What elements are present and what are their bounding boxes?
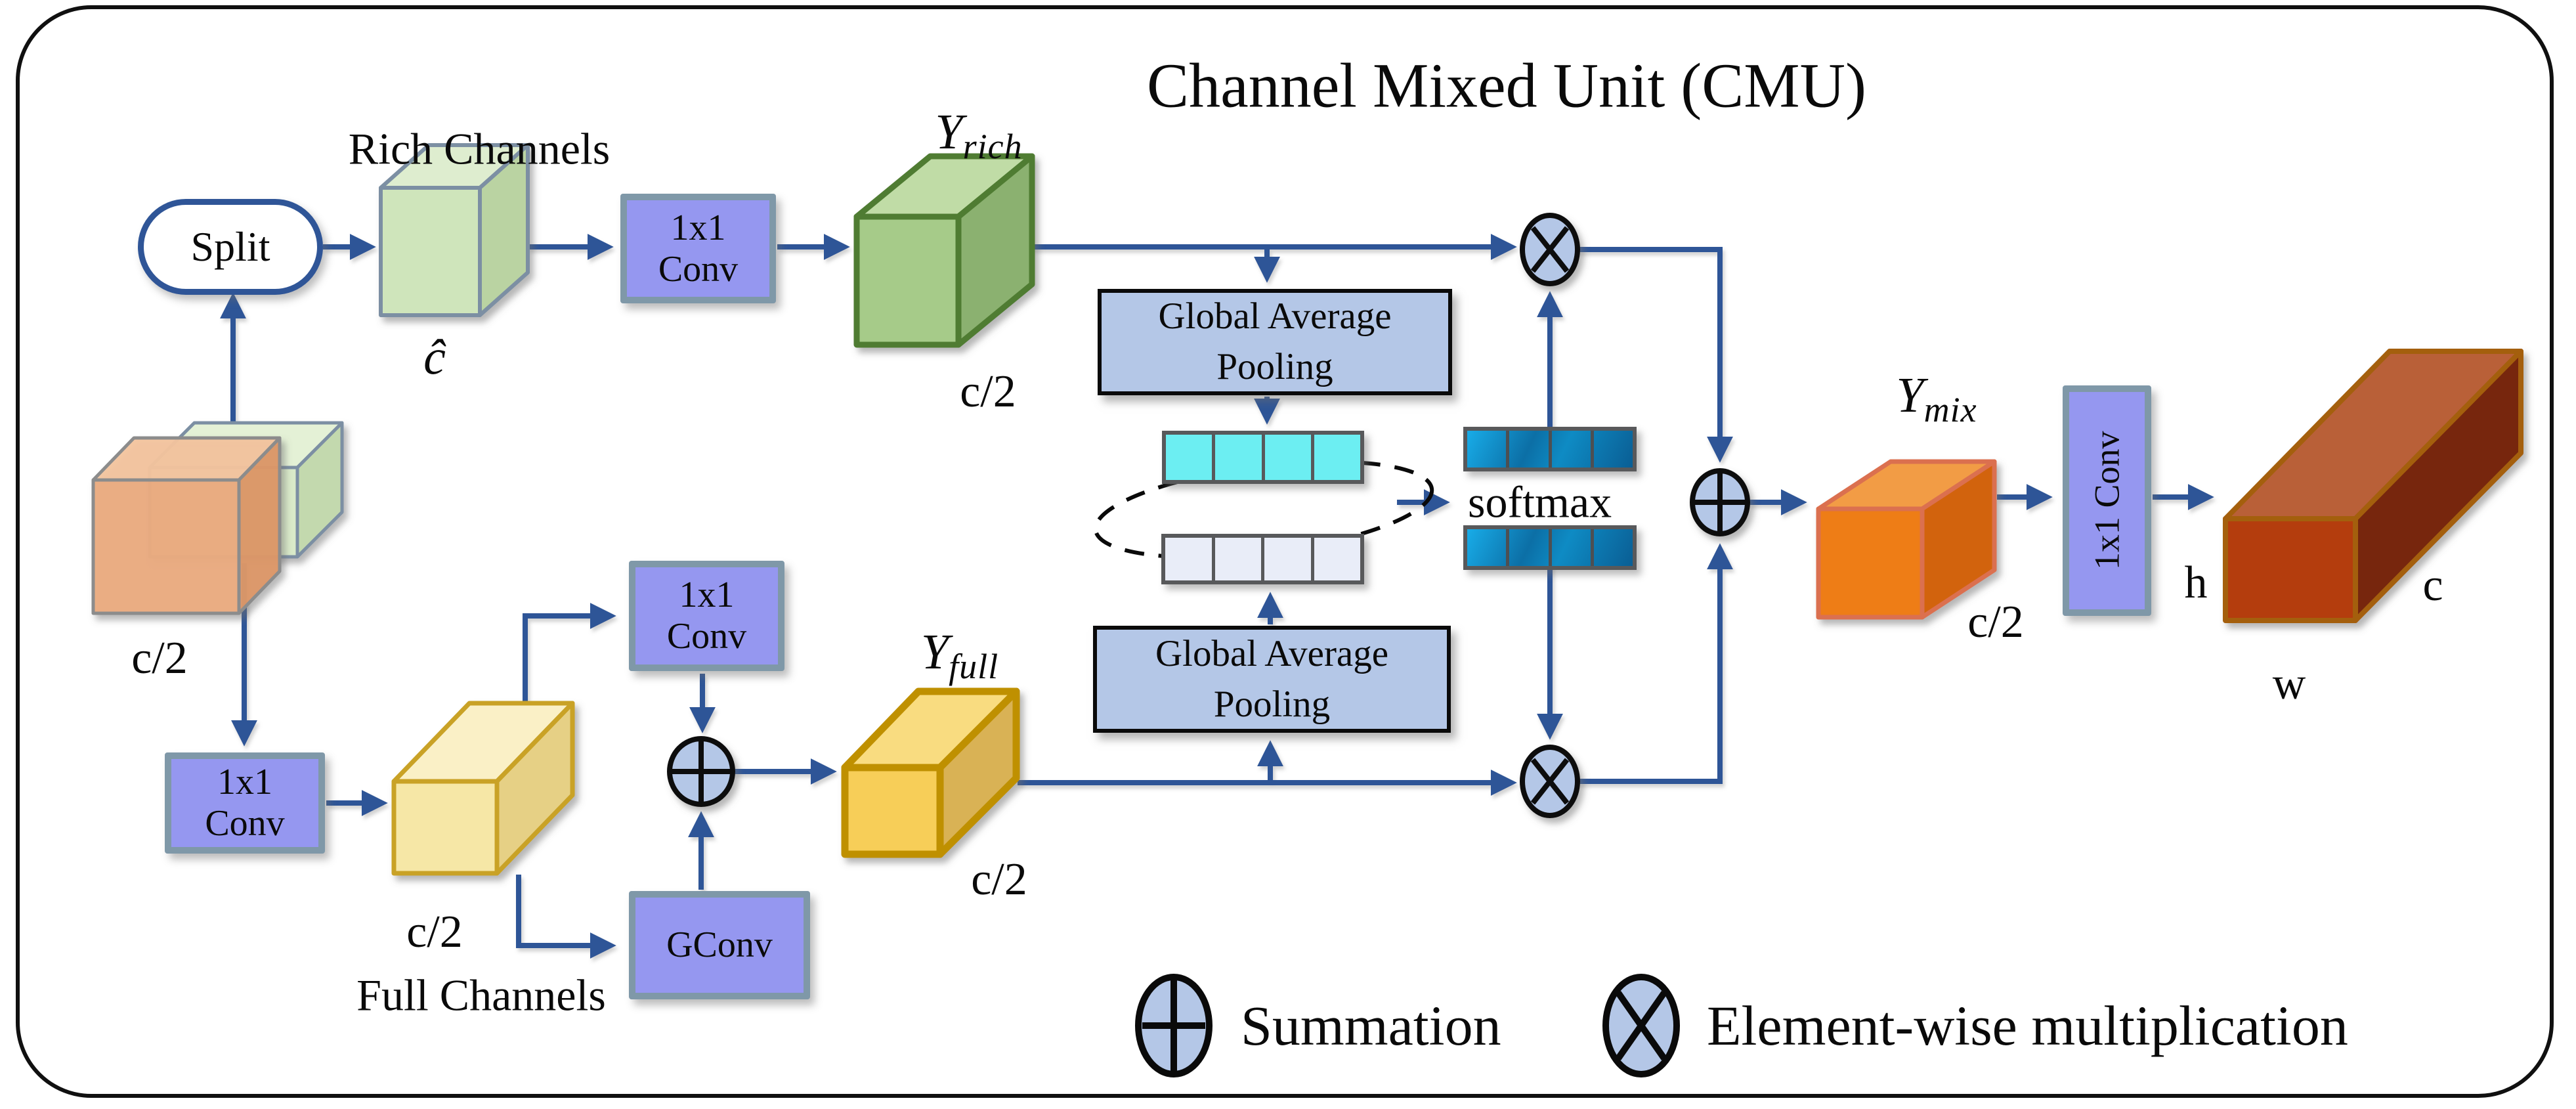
conv1x1-input-box: 1x1 Conv <box>165 752 325 854</box>
legend-multiplication-icon <box>1602 974 1680 1077</box>
strip-cell <box>1165 538 1215 580</box>
conv-line1: 1x1 <box>217 762 272 803</box>
output-w-label: w <box>2272 659 2306 709</box>
strip-cell <box>1467 431 1510 468</box>
output-tensor-cube <box>2223 349 2523 623</box>
y-full-c-half-label: c/2 <box>971 854 1027 905</box>
strip-cell <box>1552 431 1594 468</box>
gap-line1: Global Average <box>1158 295 1392 337</box>
sum-node-full-branch-icon <box>667 736 735 807</box>
split-label: Split <box>190 223 270 270</box>
gap-line2: Pooling <box>1216 346 1333 387</box>
y-full-cube <box>841 687 1020 858</box>
arrow-mult1-to-plus <box>1578 247 1733 463</box>
legend-summation-icon <box>1135 974 1213 1077</box>
conv-vertical-label: 1x1 Conv <box>2087 431 2127 571</box>
sum-node-main-icon <box>1690 468 1750 536</box>
conv-line1: 1x1 <box>679 575 735 616</box>
arrow-mult2-to-plus <box>1578 543 1733 784</box>
softmax-weights-strip-bottom <box>1463 525 1637 570</box>
conv1x1-rich-box: 1x1 Conv <box>620 194 776 303</box>
figure-title: Channel Mixed Unit (CMU) <box>1147 50 1866 121</box>
conv-line2: Conv <box>666 616 747 657</box>
strip-cell <box>1594 431 1633 468</box>
y-rich-cube <box>853 153 1035 348</box>
input-tensor-orange-cube <box>91 436 282 615</box>
strip-cell <box>1594 529 1633 566</box>
arrow-fullcube-to-gconv <box>516 875 616 959</box>
conv1x1-output-box: 1x1 Conv <box>2063 385 2151 616</box>
gap-top-box: Global Average Pooling <box>1098 289 1452 395</box>
split-node: Split <box>138 199 323 295</box>
connector-arrows <box>220 234 2214 959</box>
strip-cell <box>1264 538 1314 580</box>
gap-line2: Pooling <box>1213 683 1331 725</box>
strip-cell <box>1314 435 1360 480</box>
conv-line2: Conv <box>658 248 739 290</box>
y-mix-c-half-label: c/2 <box>1967 597 2024 647</box>
strip-cell <box>1215 435 1265 480</box>
strip-cell <box>1314 538 1361 580</box>
gap-line1: Global Average <box>1155 632 1389 674</box>
multiply-node-bottom-icon <box>1520 745 1580 818</box>
rich-descriptor-strip <box>1162 431 1364 484</box>
conv-line1: 1x1 <box>670 207 726 248</box>
input-c-half-label: c/2 <box>131 633 188 684</box>
rich-channels-cube <box>379 143 530 317</box>
strip-cell <box>1552 529 1594 566</box>
gconv-box: GConv <box>629 891 810 999</box>
y-base: Y <box>935 104 963 160</box>
softmax-label: softmax <box>1468 477 1612 527</box>
rich-channels-label: Rich Channels <box>348 123 611 174</box>
multiply-node-top-icon <box>1520 213 1580 286</box>
legend-summation-label: Summation <box>1241 994 1501 1057</box>
full-descriptor-strip <box>1161 534 1364 584</box>
strip-cell <box>1166 435 1216 480</box>
output-c-label: c <box>2422 560 2443 611</box>
gconv-label: GConv <box>666 924 773 966</box>
y-base: Y <box>920 624 949 680</box>
y-rich-c-half-label: c/2 <box>960 366 1016 417</box>
output-h-label: h <box>2184 557 2208 608</box>
y-mix-label: Ymix <box>1896 367 1977 430</box>
conv1x1-full-box: 1x1 Conv <box>629 561 784 671</box>
y-mix-cube <box>1816 459 1997 620</box>
c-hat-label: ĉ <box>423 330 446 385</box>
gap-bottom-box: Global Average Pooling <box>1093 626 1451 733</box>
strip-cell <box>1215 538 1264 580</box>
y-base: Y <box>1896 367 1924 423</box>
y-full-label: Yfull <box>921 624 998 687</box>
full-channels-label: Full Channels <box>356 970 606 1020</box>
y-sub: rich <box>962 127 1023 167</box>
strip-cell <box>1509 431 1552 468</box>
strip-cell <box>1265 435 1314 480</box>
conv-line2: Conv <box>205 803 285 844</box>
strip-cell <box>1467 529 1510 566</box>
legend-multiplication-label: Element-wise multiplication <box>1707 994 2348 1057</box>
y-sub: full <box>949 647 999 687</box>
strip-cell <box>1509 529 1552 566</box>
softmax-weights-strip-top <box>1463 427 1637 471</box>
full-channels-cube <box>391 701 575 876</box>
y-sub: mix <box>1923 390 1977 430</box>
y-rich-label: Yrich <box>935 104 1022 167</box>
full-c-half-label: c/2 <box>406 907 463 957</box>
arrow-fullcube-to-conv <box>523 603 616 705</box>
figure-border <box>16 5 2554 1098</box>
